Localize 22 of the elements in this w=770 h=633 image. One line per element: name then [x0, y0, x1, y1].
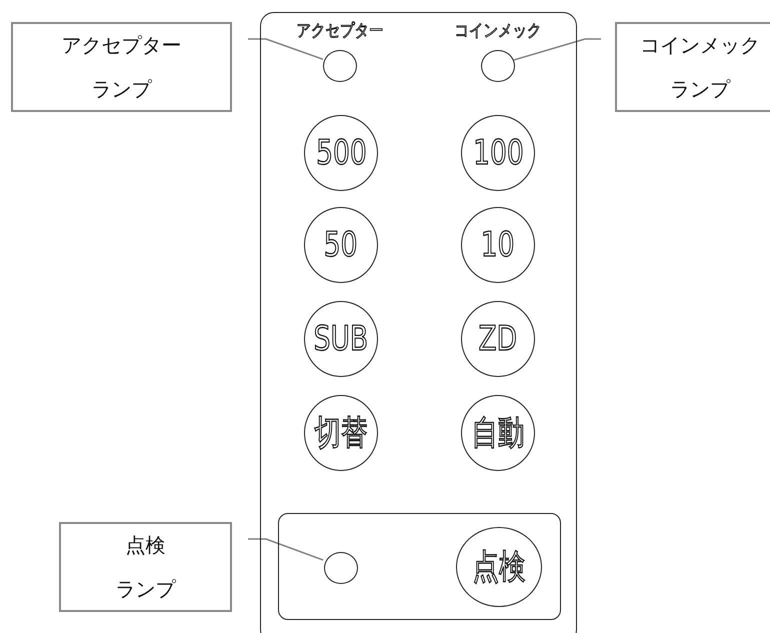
- push-button: 500: [304, 115, 378, 191]
- inspection-panel: [278, 513, 561, 620]
- indicator-lamp: [481, 50, 515, 82]
- push-button: 切替: [304, 395, 378, 471]
- indicator-lamp: [324, 552, 358, 584]
- push-button: 100: [461, 115, 535, 191]
- lamp-caption: アクセプター: [296, 20, 384, 42]
- lamp-caption: コインメック: [454, 20, 542, 42]
- push-button: 点検: [456, 527, 542, 607]
- push-button: SUB: [304, 301, 378, 377]
- leader-line: [248, 538, 324, 561]
- callout-label: 点検ランプ: [59, 522, 232, 612]
- indicator-lamp: [323, 50, 357, 82]
- callout-label: アクセプターランプ: [11, 22, 232, 112]
- push-button: 10: [461, 207, 535, 283]
- push-button: 50: [304, 207, 378, 283]
- push-button: 自動: [461, 395, 535, 471]
- callout-label: コインメックランプ: [615, 22, 770, 112]
- leader-line: [248, 38, 324, 60]
- control-panel: [260, 12, 577, 633]
- leader-line: [512, 38, 601, 61]
- push-button: ZD: [461, 301, 535, 377]
